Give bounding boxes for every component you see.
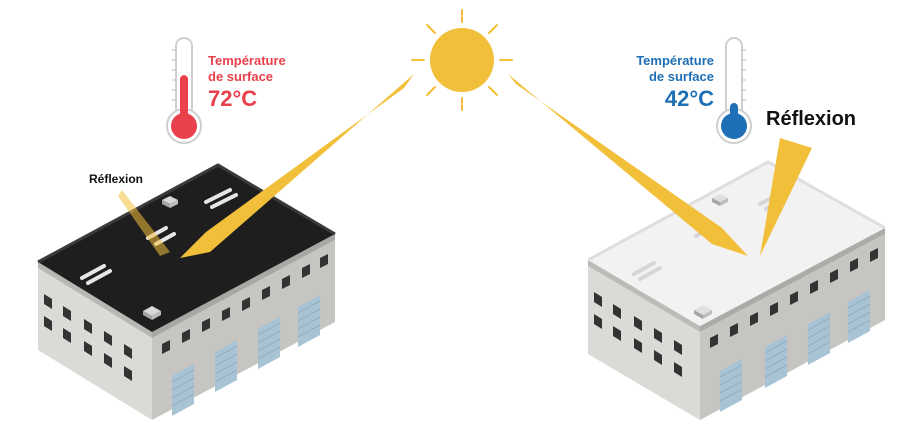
strong-reflection-label: Réflexion [766, 108, 857, 130]
weak-reflection-beam [118, 190, 170, 256]
cool-temperature-label: Température de surface 42°C [612, 53, 714, 113]
roof-vent-icon [143, 306, 161, 320]
sun-disc [430, 28, 494, 92]
roof-vent-icon [712, 194, 728, 206]
building-front-wall [700, 234, 885, 420]
building-white-roof [587, 160, 886, 420]
cool-caption-line1: Température [636, 53, 714, 68]
hot-caption-line2: de surface [208, 68, 274, 84]
thermometer-cool-icon [716, 37, 752, 144]
building-left-wall [38, 268, 152, 420]
loading-doors [719, 290, 871, 412]
sun-icon [411, 9, 513, 111]
roof-vent-icon [694, 305, 712, 319]
weak-reflection-label: Réflexion [89, 172, 144, 186]
cool-caption-line2: de surface [648, 68, 714, 84]
cool-temperature-value: 42°C [664, 86, 714, 112]
roof-vent-icon [162, 196, 178, 208]
strong-reflection-beam [760, 138, 812, 256]
loading-doors [171, 295, 321, 416]
sun-rays [411, 9, 513, 111]
hot-temperature-label: Température de surface 72°C [208, 53, 286, 113]
building-dark-roof [37, 163, 336, 420]
hot-temperature-value: 72°C [208, 86, 258, 112]
building-left-wall [588, 266, 700, 420]
hot-caption-line1: Température [208, 53, 286, 68]
thermometer-hot-icon [166, 37, 202, 144]
incoming-sunbeam-right [508, 74, 748, 256]
building-windows [44, 254, 328, 381]
building-windows [594, 248, 878, 377]
incoming-sunbeam-left [180, 74, 414, 258]
